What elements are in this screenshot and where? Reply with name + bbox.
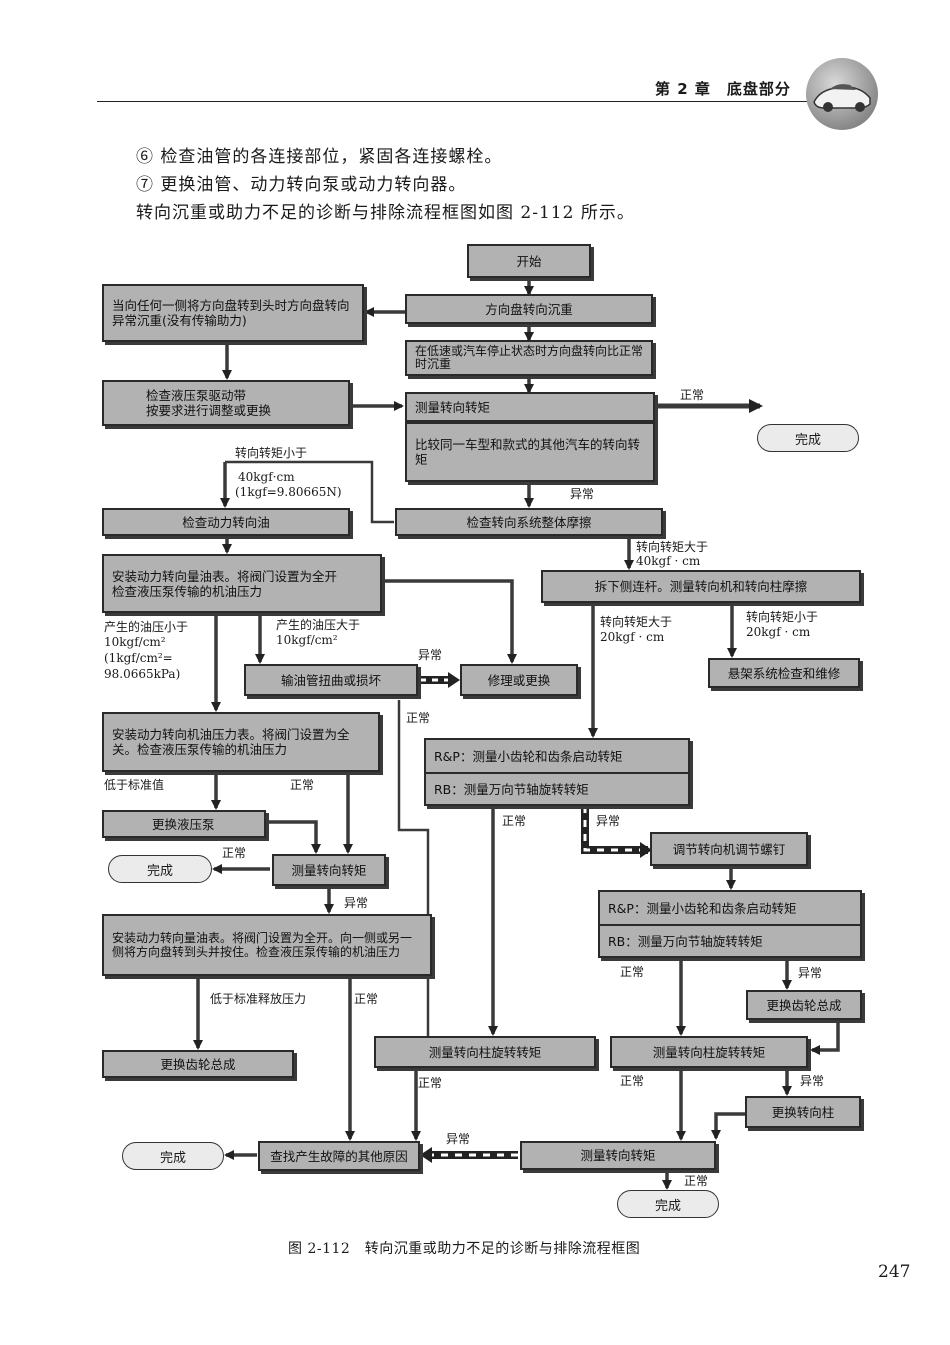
- check-belt-node: 检查液压泵驱动带 按要求进行调整或更换: [102, 380, 350, 426]
- label-normal-top: 正常: [680, 388, 705, 402]
- adjust-screw-node: 调节转向机调节螺钉: [650, 832, 808, 866]
- label-pressure-lt-d: 98.0665kPa): [104, 667, 181, 681]
- replace-gear-right-node: 更换齿轮总成: [746, 990, 862, 1020]
- label-pressure-lt-a: 产生的油压小于: [104, 620, 189, 634]
- label-normal-col-mid: 正常: [418, 1076, 443, 1090]
- install-gauge-3-node: 安装动力转向量油表。将阀门设置为全开。向一侧或另一侧将方向盘转到头并按住。检查液…: [102, 914, 432, 976]
- replace-column-node: 更换转向柱: [745, 1096, 861, 1128]
- label-abnormal-bottom: 异常: [446, 1132, 471, 1146]
- rp-measure-2-a: R&P：测量小齿轮和齿条启动转矩: [608, 900, 797, 916]
- label-below-std: 低于标准值: [104, 778, 165, 792]
- label-40kgf: 40kgf·cm: [238, 470, 295, 484]
- label-40kgf-conversion: (1kgf=9.80665N): [235, 485, 342, 499]
- rp-measure-1-node: R&P：测量小齿轮和齿条启动转矩 RB：测量万向节轴旋转转矩: [424, 738, 690, 806]
- replace-gear-left-node: 更换齿轮总成: [102, 1050, 294, 1078]
- label-pressure-gt-b: 10kgf/cm²: [276, 633, 338, 647]
- compare-torque-node: 比较同一车型和款式的其他汽车的转向转矩: [405, 422, 655, 482]
- label-20kgf-lt-b: 20kgf · cm: [746, 625, 811, 639]
- car-badge-icon: [806, 58, 878, 130]
- label-normal-left: 正常: [222, 846, 247, 860]
- measure-column-right-node: 测量转向柱旋转转矩: [610, 1036, 808, 1068]
- rp-measure-2-node: R&P：测量小齿轮和齿条启动转矩 RB：测量万向节轴旋转转矩: [598, 890, 862, 958]
- done-terminal-left: 完成: [108, 855, 212, 883]
- label-abnormal-friction: 异常: [570, 487, 595, 501]
- label-pressure-gt-a: 产生的油压大于: [276, 618, 361, 632]
- intro-line-1: ⑥ 检查油管的各连接部位，紧固各连接螺栓。: [136, 147, 503, 167]
- label-abnormal-left: 异常: [344, 896, 369, 910]
- label-torque-lt40: 转向转矩小于: [235, 446, 308, 460]
- start-node: 开始: [467, 244, 591, 278]
- install-gauge-2-node: 安装动力转向机油压力表。将阀门设置为全关。检查液压泵传输的机油压力: [102, 712, 380, 772]
- heavy-steering-node: 方向盘转向沉重: [405, 294, 653, 324]
- find-other-cause-node: 查找产生故障的其他原因: [258, 1141, 420, 1171]
- measure-torque-bottom-node: 测量转向转矩: [520, 1141, 716, 1170]
- figure-caption: 图 2-112 转向沉重或助力不足的诊断与排除流程框图: [288, 1241, 641, 1257]
- check-friction-node: 检查转向系统整体摩擦: [395, 508, 663, 536]
- rp-measure-1-a: R&P：测量小齿轮和齿条启动转矩: [434, 748, 623, 764]
- label-abnormal-rp1: 异常: [596, 814, 621, 828]
- low-speed-heavy-node: 在低速或汽车停止状态时方向盘转向比正常时沉重: [405, 340, 653, 376]
- chapter-header: 第 2 章 底盘部分: [655, 80, 791, 98]
- label-normal-gauge2: 正常: [290, 778, 315, 792]
- measure-torque-top-node: 测量转向转矩: [405, 392, 655, 422]
- label-torque-gt: 转向转矩大于: [636, 540, 709, 554]
- page-number: 247: [878, 1262, 911, 1282]
- label-pressure-lt-b: 10kgf/cm²: [104, 635, 166, 649]
- done-terminal-bottom-left: 完成: [122, 1142, 224, 1170]
- label-below-release: 低于标准释放压力: [210, 992, 307, 1006]
- label-20kgf-gt-b: 20kgf · cm: [600, 630, 665, 644]
- label-normal-hose: 正常: [406, 711, 431, 725]
- rp-measure-1-b: RB：测量万向节轴旋转转矩: [426, 772, 688, 804]
- label-abnormal-col-right: 异常: [800, 1074, 825, 1088]
- intro-line-2: ⑦ 更换油管、动力转向泵或动力转向器。: [136, 175, 467, 195]
- measure-torque-left-node: 测量转向转矩: [272, 854, 386, 886]
- label-normal-gauge3: 正常: [354, 992, 379, 1006]
- suspension-node: 悬架系统检查和维修: [708, 658, 860, 688]
- intro-line-3: 转向沉重或助力不足的诊断与排除流程框图如图 2-112 所示。: [136, 203, 635, 223]
- label-normal-bottom: 正常: [684, 1174, 709, 1188]
- label-20kgf-lt-a: 转向转矩小于: [746, 610, 819, 624]
- label-20kgf-gt-a: 转向转矩大于: [600, 615, 673, 629]
- done-terminal-bottom: 完成: [617, 1190, 719, 1218]
- lock-heavy-node: 当向任何一侧将方向盘转到头时方向盘转向异常沉重(没有传输助力): [102, 284, 364, 342]
- install-gauge-1-node: 安装动力转向量油表。将阀门设置为全开 检查液压泵传输的机油压力: [102, 554, 382, 613]
- label-normal-rp1: 正常: [502, 814, 527, 828]
- repair-replace-node: 修理或更换: [460, 664, 578, 696]
- done-terminal-top: 完成: [757, 424, 859, 452]
- measure-column-mid-node: 测量转向柱旋转转矩: [374, 1036, 596, 1068]
- rp-measure-2-b: RB：测量万向节轴旋转转矩: [600, 924, 860, 956]
- hose-damage-node: 输油管扭曲或损坏: [244, 664, 418, 696]
- label-normal-col-right: 正常: [620, 1074, 645, 1088]
- header-rule: [97, 101, 810, 102]
- label-abnormal-hose: 异常: [418, 648, 443, 662]
- label-normal-rp2: 正常: [620, 965, 645, 979]
- check-fluid-node: 检查动力转向油: [102, 508, 350, 536]
- label-40kgf-b: 40kgf · cm: [636, 554, 701, 568]
- replace-pump-node: 更换液压泵: [102, 810, 266, 838]
- label-pressure-lt-c: (1kgf/cm²=: [104, 651, 173, 665]
- remove-tierod-node: 拆下侧连杆。测量转向机和转向柱摩擦: [541, 570, 861, 603]
- label-abnormal-rp2: 异常: [798, 966, 823, 980]
